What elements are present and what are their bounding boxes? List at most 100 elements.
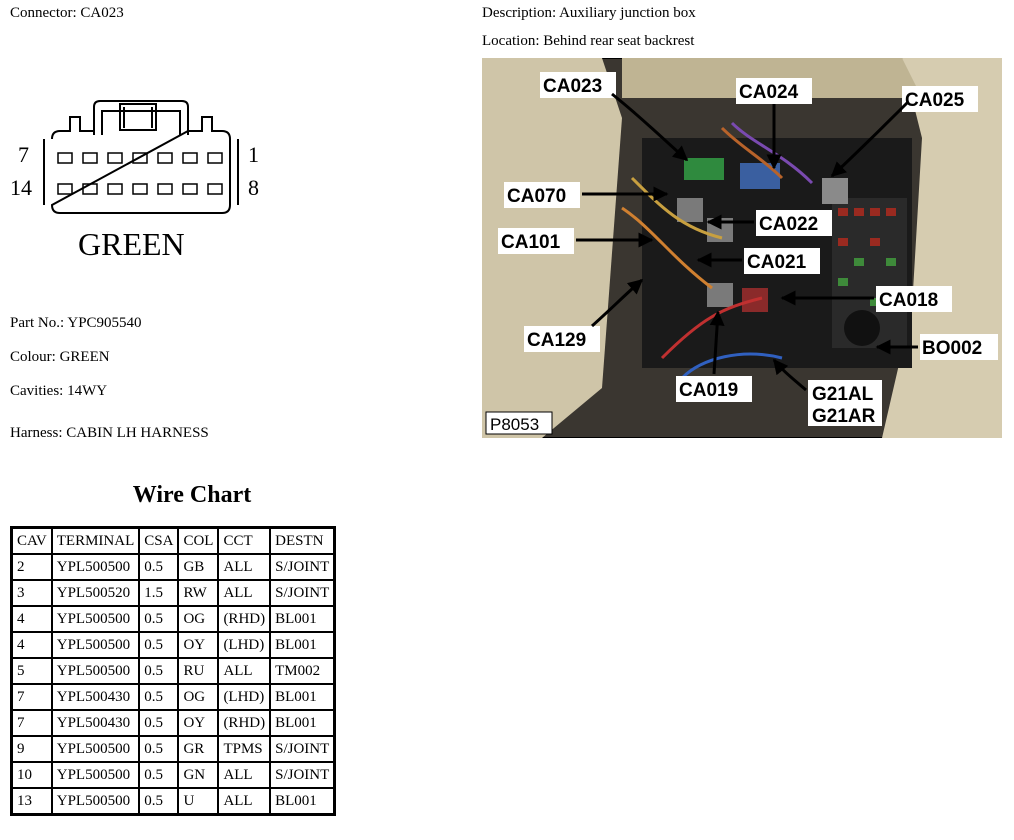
label-ca129: CA129	[527, 330, 586, 351]
cell-col: OG	[177, 683, 220, 711]
cavity	[132, 152, 148, 164]
cavities: Cavities: 14WY	[10, 383, 108, 399]
cell-terminal: YPL500500	[50, 761, 141, 789]
cell-cct: ALL	[217, 579, 272, 607]
header-cct: CCT	[217, 526, 272, 555]
cell-destn: S/JOINT	[269, 553, 336, 581]
cell-destn: TM002	[269, 657, 336, 685]
cavity	[82, 152, 98, 164]
cell-terminal: YPL500500	[50, 605, 141, 633]
connector-diagram: 7 1 14 8 GREEN	[10, 100, 259, 262]
description: Description: Auxiliary junction box	[482, 5, 696, 21]
cell-destn: BL001	[269, 709, 336, 737]
cell-col: GR	[177, 735, 220, 763]
connector-id: Connector: CA023	[10, 5, 124, 21]
cell-cav: 5	[10, 657, 53, 685]
cavity	[207, 152, 223, 164]
pin-label-14: 14	[10, 175, 32, 200]
cell-csa: 0.5	[138, 735, 180, 763]
cell-csa: 0.5	[138, 787, 180, 816]
label-ca018: CA018	[879, 290, 938, 311]
cell-csa: 1.5	[138, 579, 180, 607]
cell-terminal: YPL500500	[50, 735, 141, 763]
cell-terminal: YPL500430	[50, 683, 141, 711]
cavity	[207, 183, 223, 195]
label-bo002: BO002	[922, 338, 982, 359]
cell-cct: (LHD)	[217, 683, 272, 711]
label-ca023: CA023	[543, 76, 602, 97]
label-ca025: CA025	[905, 90, 965, 111]
label-ca019: CA019	[679, 380, 738, 401]
cell-col: U	[177, 787, 220, 816]
cell-terminal: YPL500500	[50, 631, 141, 659]
cavity	[182, 183, 198, 195]
cavity	[157, 152, 173, 164]
cavity	[107, 152, 123, 164]
junction-box-photo: CA023 CA024 CA025 CA070 CA022 CA101 CA02…	[482, 58, 1002, 438]
cavity	[57, 152, 73, 164]
cell-col: OG	[177, 605, 220, 633]
cell-destn: BL001	[269, 683, 336, 711]
label-ca022: CA022	[759, 214, 818, 235]
header-destn: DESTN	[269, 526, 336, 555]
cell-terminal: YPL500500	[50, 657, 141, 685]
cell-cav: 4	[10, 605, 53, 633]
wire-chart-title: Wire Chart	[132, 482, 252, 508]
arrow-ca023	[611, 92, 689, 162]
pin-label-1: 1	[248, 142, 259, 167]
cell-cct: (RHD)	[217, 709, 272, 737]
header-col: COL	[177, 526, 220, 555]
cell-terminal: YPL500520	[50, 579, 141, 607]
cell-col: GB	[177, 553, 220, 581]
cell-destn: S/JOINT	[269, 761, 336, 789]
cell-cct: (RHD)	[217, 605, 272, 633]
cell-csa: 0.5	[138, 631, 180, 659]
cell-destn: BL001	[269, 631, 336, 659]
label-ca101: CA101	[501, 232, 561, 253]
label-g21al: G21AL	[812, 384, 874, 405]
cell-cav: 10	[10, 761, 53, 789]
cell-csa: 0.5	[138, 709, 180, 737]
cavity	[132, 183, 148, 195]
cell-col: RU	[177, 657, 220, 685]
cell-csa: 0.5	[138, 683, 180, 711]
cell-cav: 7	[10, 709, 53, 737]
cell-cct: (LHD)	[217, 631, 272, 659]
cell-cav: 4	[10, 631, 53, 659]
cell-destn: BL001	[269, 787, 336, 816]
arrow-ca019	[709, 310, 725, 375]
cell-csa: 0.5	[138, 761, 180, 789]
cell-csa: 0.5	[138, 657, 180, 685]
harness: Harness: CABIN LH HARNESS	[10, 425, 209, 441]
cell-col: RW	[177, 579, 220, 607]
cavity	[82, 183, 98, 195]
cavity	[57, 183, 73, 195]
colour: Colour: GREEN	[10, 349, 110, 365]
arrow-ca025	[830, 100, 910, 178]
table-header-row: CAV TERMINAL CSA COL CCT DESTN	[10, 526, 336, 555]
pin-label-8: 8	[248, 175, 259, 200]
pin-label-7: 7	[18, 142, 29, 167]
label-ca021: CA021	[747, 252, 807, 273]
cavity	[107, 183, 123, 195]
cell-cav: 7	[10, 683, 53, 711]
cell-cct: ALL	[217, 553, 272, 581]
label-g21ar: G21AR	[812, 406, 876, 427]
cell-cct: ALL	[217, 787, 272, 816]
cell-col: OY	[177, 709, 220, 737]
header-cav: CAV	[10, 526, 53, 555]
cavity	[182, 152, 198, 164]
cell-destn: S/JOINT	[269, 579, 336, 607]
cell-cct: TPMS	[217, 735, 272, 763]
